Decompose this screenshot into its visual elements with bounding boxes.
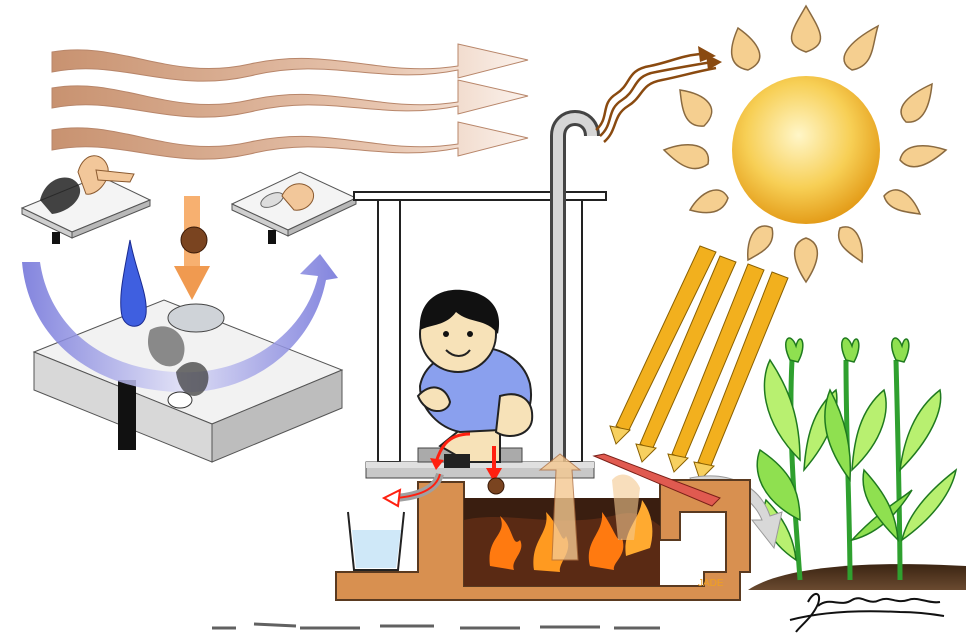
gas-flame-icon	[121, 240, 147, 326]
faded-caption	[212, 624, 660, 628]
boy-icon	[418, 290, 532, 468]
water-glass-icon	[348, 512, 404, 570]
plant-icon	[748, 338, 966, 590]
sunbeams	[610, 246, 788, 480]
small-plate-left	[22, 156, 150, 244]
wind-arrow-icon	[52, 80, 528, 117]
sun-icon	[664, 6, 946, 282]
toilet-base	[336, 448, 750, 600]
signature-icon	[790, 594, 944, 632]
wind-arrows	[52, 44, 528, 159]
jade-watermark: JADE	[698, 578, 724, 589]
heat-wave-icon	[596, 46, 722, 142]
wind-arrow-icon	[52, 44, 528, 81]
wind-arrow-icon	[52, 122, 528, 159]
small-plate-right	[232, 172, 356, 244]
